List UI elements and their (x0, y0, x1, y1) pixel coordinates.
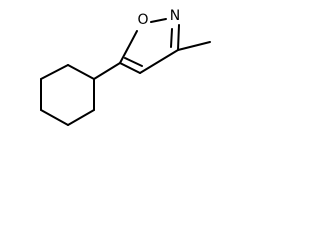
chemical-structure-diagram: O N (40, 8, 211, 126)
oxygen-label: O (137, 12, 148, 28)
cyclohexyl-link-bond (93, 62, 121, 80)
n-c3-double-bond-inner (170, 28, 173, 48)
c4-c5-double-bond (119, 62, 141, 74)
cyclohexyl-ring (40, 64, 95, 126)
ring-bond (40, 109, 69, 126)
nitrogen-label: N (170, 8, 180, 24)
o-n-bond (150, 18, 167, 23)
c5-o-bond (119, 30, 138, 64)
ring-bond (40, 64, 69, 80)
isoxazole-ring (119, 18, 180, 74)
c3-c4-bond (139, 49, 179, 74)
ring-bond (67, 64, 95, 80)
c4-c5-double-bond-inner (124, 57, 143, 67)
methyl-bond (177, 41, 211, 51)
n-c3-double-bond (177, 24, 180, 51)
ring-bond (67, 109, 95, 126)
